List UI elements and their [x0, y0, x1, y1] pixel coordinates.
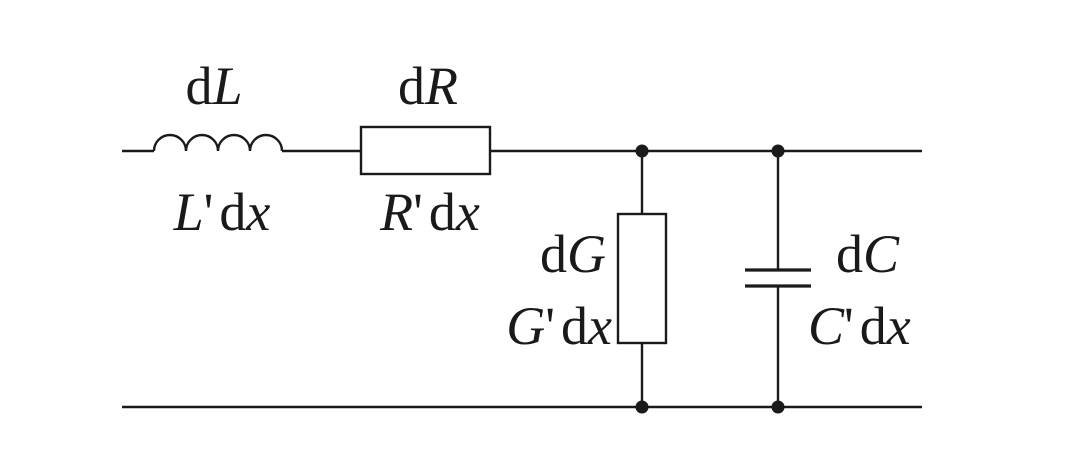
junction-node [635, 144, 649, 158]
junction-node [635, 400, 649, 414]
capacitor-label-top: dC [836, 224, 900, 284]
inductor-label-bottom: L'dx [173, 182, 271, 242]
conductance-label-top: dG [540, 224, 606, 284]
junction-node [771, 400, 785, 414]
conductance-label-bottom: G'dx [506, 296, 612, 356]
inductor-label-top: dL [185, 56, 242, 116]
resistor-label-top: dR [398, 56, 458, 116]
resistor-label-bottom: R'dx [379, 182, 480, 242]
shunt-conductance [616, 212, 668, 345]
capacitor-label-bottom: C'dx [808, 296, 911, 356]
inductor-coil [152, 133, 284, 152]
series-resistor [359, 125, 492, 176]
junction-node [771, 144, 785, 158]
